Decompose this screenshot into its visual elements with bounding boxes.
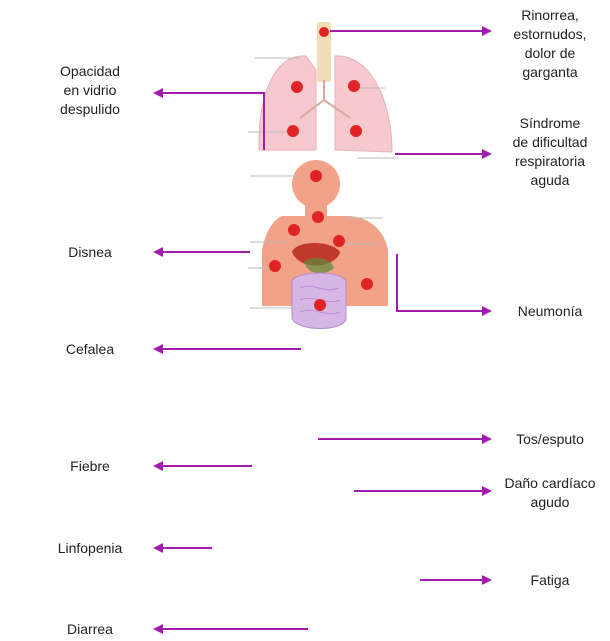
connector-arrows bbox=[155, 31, 490, 629]
label-fiebre: Fiebre bbox=[40, 457, 140, 476]
dot-throat bbox=[319, 27, 329, 37]
dot-arm-left bbox=[269, 260, 281, 272]
lungs-icon bbox=[248, 22, 398, 158]
label-diarrea: Diarrea bbox=[40, 620, 140, 639]
dot-chest-left bbox=[288, 224, 300, 236]
dot-lung-right-upper bbox=[348, 80, 360, 92]
label-linfopenia: Linfopenia bbox=[40, 539, 140, 558]
dot-lung-left-lower bbox=[287, 125, 299, 137]
dot-lung-left-upper bbox=[291, 81, 303, 93]
label-rinorrea: Rinorrea, estornudos, dolor de garganta bbox=[495, 6, 605, 82]
dot-arm-right bbox=[361, 278, 373, 290]
label-sindrome: Síndrome de dificultad respiratoria agud… bbox=[495, 114, 605, 190]
label-disnea: Disnea bbox=[40, 243, 140, 262]
label-cefalea: Cefalea bbox=[40, 340, 140, 359]
label-opacidad: Opacidad en vidrio despulido bbox=[40, 62, 140, 119]
label-dano: Daño cardíaco agudo bbox=[492, 474, 608, 512]
dot-chest-center bbox=[312, 211, 324, 223]
label-fatiga: Fatiga bbox=[495, 571, 605, 590]
arrow-opacidad bbox=[155, 93, 264, 150]
dot-abdomen bbox=[314, 299, 326, 311]
arrow-neumonia bbox=[397, 254, 490, 311]
dot-head bbox=[310, 170, 322, 182]
label-tos: Tos/esputo bbox=[495, 430, 605, 449]
dot-lung-right-lower bbox=[350, 125, 362, 137]
label-neumonia: Neumonía bbox=[495, 302, 605, 321]
dot-chest-right bbox=[333, 235, 345, 247]
